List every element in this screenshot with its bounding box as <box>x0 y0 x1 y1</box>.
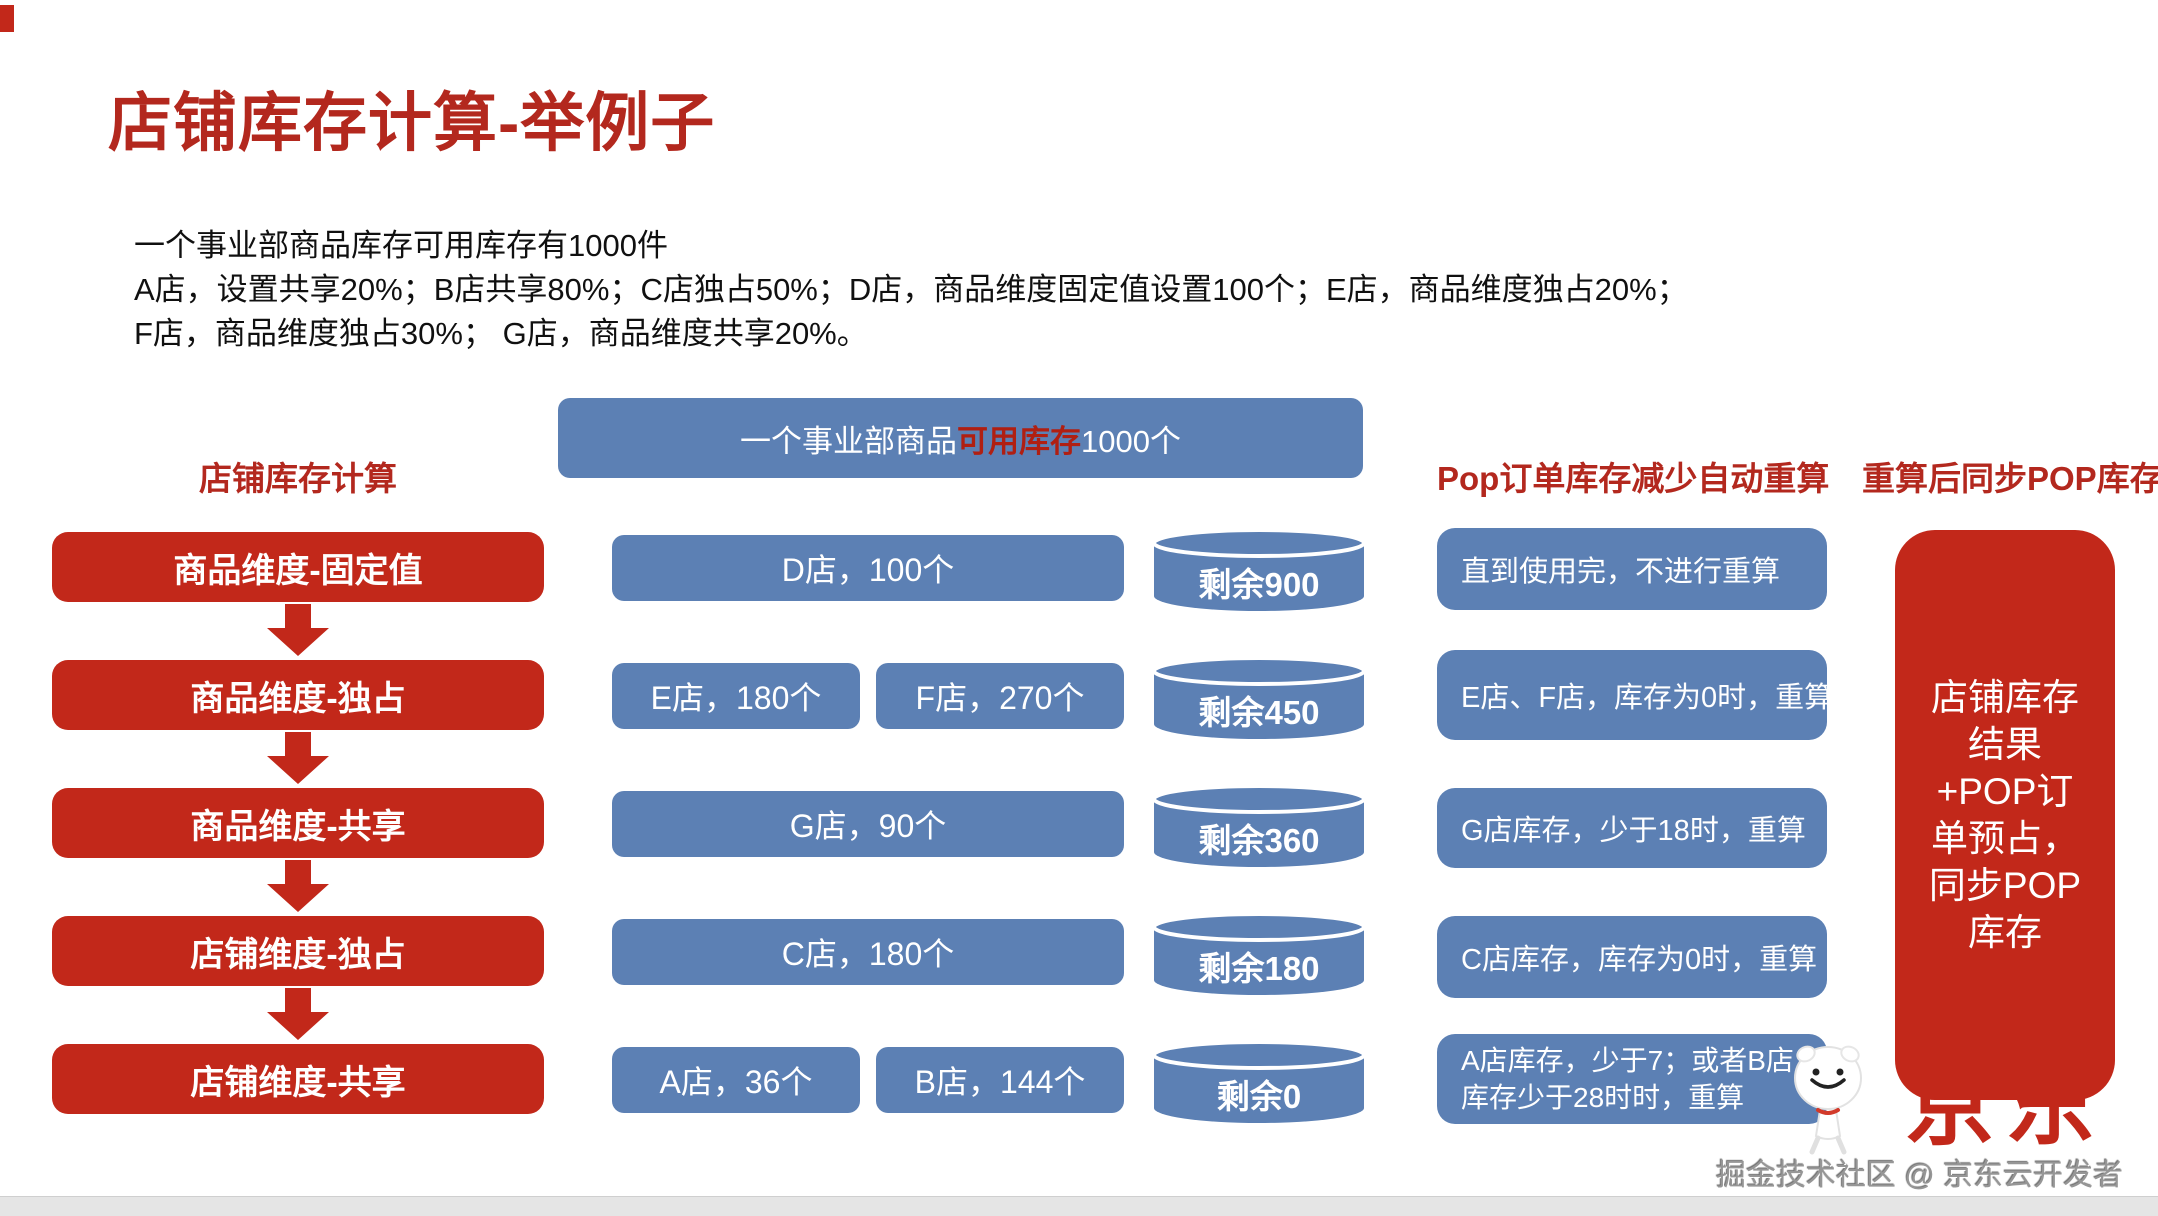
alloc-box-a: A店，36个 <box>612 1047 860 1113</box>
result-line: 同步POP <box>1928 865 2082 906</box>
total-inventory-highlight: 可用库存 <box>957 423 1082 459</box>
down-arrow-icon <box>267 604 329 656</box>
alloc-box-c: C店，180个 <box>612 919 1124 985</box>
alloc-box-d: D店，100个 <box>612 535 1124 601</box>
cylinder-icon <box>1152 656 1366 739</box>
rule-box-ab: A店库存，少于7；或者B店， 库存少于28时时，重算 <box>1437 1034 1827 1124</box>
level-box-product-exclusive: 商品维度-独占 <box>52 660 544 730</box>
level-box-store-shared: 店铺维度-共享 <box>52 1044 544 1114</box>
cylinder-remaining-0: 剩余0 <box>1152 1040 1366 1128</box>
cylinder-icon <box>1152 784 1366 867</box>
column-header-sync-pop: 重算后同步POP库存 <box>1862 460 2158 497</box>
rule-ab-line-2: 库存少于28时时，重算 <box>1461 1082 1745 1113</box>
cylinder-icon <box>1152 528 1366 611</box>
result-line: 库存 <box>1968 912 2042 953</box>
remaining-label: 剩余360 <box>1198 822 1320 859</box>
cylinder-icon <box>1152 912 1366 995</box>
rule-box-g: G店库存，少于18时，重算 <box>1437 788 1827 868</box>
alloc-box-g: G店，90个 <box>612 791 1124 857</box>
cylinder-remaining-450: 剩余450 <box>1152 656 1366 744</box>
result-line: +POP订 <box>1936 771 2074 812</box>
intro-line-1: 一个事业部商品库存可用库存有1000件 <box>134 228 668 263</box>
down-arrow-icon <box>267 860 329 912</box>
result-line: 单预占， <box>1931 818 2079 859</box>
intro-line-2: A店，设置共享20%；B店共享80%；C店独占50%；D店，商品维度固定值设置1… <box>134 272 1688 307</box>
rule-ab-line-1: A店库存，少于7；或者B店， <box>1461 1045 1822 1076</box>
total-inventory-suffix: 1000个 <box>1081 423 1181 459</box>
down-arrow-icon <box>267 988 329 1040</box>
column-header-pop-recalc: Pop订单库存减少自动重算 <box>1437 460 1830 497</box>
alloc-box-e: E店，180个 <box>612 663 860 729</box>
alloc-box-f: F店，270个 <box>876 663 1124 729</box>
cylinder-remaining-180: 剩余180 <box>1152 912 1366 1000</box>
result-line: 店铺库存 <box>1931 677 2079 718</box>
rule-ab-text: A店库存，少于7；或者B店， 库存少于28时时，重算 <box>1461 1042 1822 1116</box>
column-header-store-calc: 店铺库存计算 <box>199 460 397 497</box>
remaining-label: 剩余450 <box>1198 694 1320 731</box>
down-arrow-icon <box>267 732 329 784</box>
rule-box-c: C店库存，库存为0时，重算 <box>1437 916 1827 998</box>
cylinder-remaining-360: 剩余360 <box>1152 784 1366 872</box>
corner-accent <box>0 5 14 32</box>
cylinder-icon <box>1152 1040 1366 1123</box>
rule-box-fixed: 直到使用完，不进行重算 <box>1437 528 1827 610</box>
remaining-label: 剩余900 <box>1198 566 1320 603</box>
cylinder-remaining-900: 剩余900 <box>1152 528 1366 616</box>
result-box: 店铺库存 结果 +POP订 单预占， 同步POP 库存 <box>1895 530 2115 1100</box>
total-inventory-prefix: 一个事业部商品 <box>740 423 958 459</box>
jd-mascot-icon <box>1794 1045 1862 1155</box>
intro-line-3: F店，商品维度独占30%； G店，商品维度共享20%。 <box>134 316 868 351</box>
remaining-label: 剩余0 <box>1216 1078 1302 1115</box>
watermark-text: 掘金技术社区 @ 京东云开发者 <box>1716 1159 2124 1192</box>
result-line: 结果 <box>1968 724 2042 765</box>
rule-box-ef: E店、F店，库存为0时，重算 <box>1437 650 1833 740</box>
bottom-progress-bar <box>0 1196 2158 1216</box>
page-title: 店铺库存计算-举例子 <box>108 87 716 159</box>
level-box-product-shared: 商品维度-共享 <box>52 788 544 858</box>
level-box-store-exclusive: 店铺维度-独占 <box>52 916 544 986</box>
level-box-product-fixed: 商品维度-固定值 <box>52 532 544 602</box>
intro-text: 一个事业部商品库存可用库存有1000件 A店，设置共享20%；B店共享80%；C… <box>134 224 1688 356</box>
alloc-box-b: B店，144个 <box>876 1047 1124 1113</box>
remaining-label: 剩余180 <box>1198 950 1320 987</box>
